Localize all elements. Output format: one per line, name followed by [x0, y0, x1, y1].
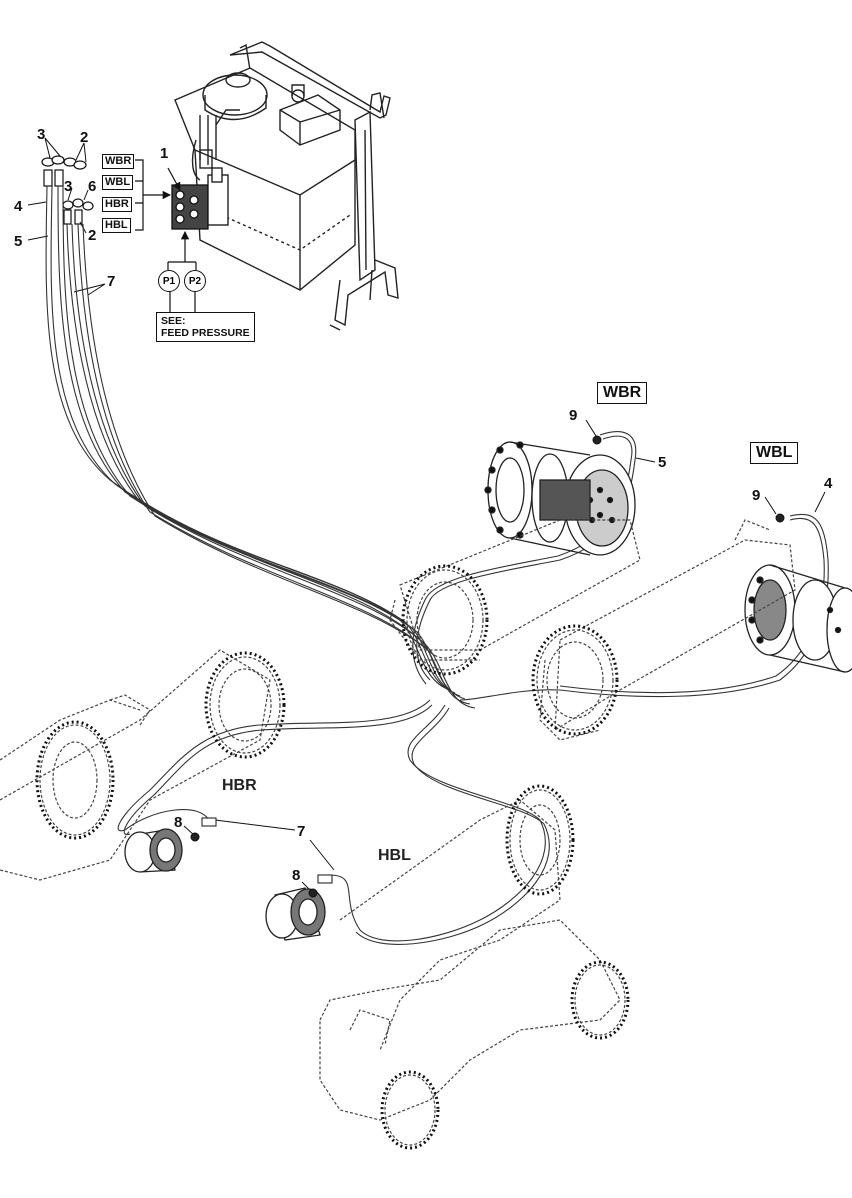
pressure-port-p2: P2: [184, 270, 206, 292]
hydraulic-tank-assembly: [174, 41, 399, 331]
valve-port-hbl: HBL: [102, 218, 131, 233]
callout-6: 6: [88, 178, 97, 195]
wbr-label: WBR: [597, 382, 648, 404]
callout-9a: 9: [569, 407, 578, 424]
callout-5b: 5: [658, 454, 667, 471]
see-feed-pressure-note: SEE: FEED PRESSURE: [156, 312, 255, 343]
callout-4b: 4: [824, 475, 833, 492]
hbl-brake-drum: [265, 887, 326, 941]
callout-4a: 4: [14, 198, 23, 215]
see-note-line1: SEE:: [161, 315, 186, 327]
callout-2b: 2: [88, 227, 97, 244]
sprocket-rings: [35, 564, 630, 1150]
callout-7b: 7: [297, 823, 306, 840]
callout-3b: 3: [64, 178, 73, 195]
hbr-brake-drum: [124, 828, 183, 873]
brake-fittings: [190, 435, 785, 898]
callout-8a: 8: [174, 814, 183, 831]
wbl-label: WBL: [750, 442, 799, 464]
valve-port-hbr: HBR: [102, 197, 132, 212]
hose-fittings: [41, 155, 94, 225]
callout-leaders: [27, 137, 826, 893]
brake-lines: [117, 431, 829, 945]
axle-arms: [0, 519, 796, 1146]
callout-7a: 7: [107, 273, 116, 290]
callout-5a: 5: [14, 233, 23, 250]
callout-2a: 2: [80, 129, 89, 146]
see-note-line2: FEED PRESSURE: [161, 327, 250, 340]
hbl-label: HBL: [378, 847, 411, 864]
callout-8b: 8: [292, 867, 301, 884]
valve-port-wbr: WBR: [102, 154, 135, 169]
wbl-wheel-hub: [744, 564, 852, 673]
callout-1: 1: [160, 145, 169, 162]
wbr-wheel-hub: [484, 441, 636, 556]
pressure-port-p1: P1: [158, 270, 180, 292]
hbr-label: HBR: [222, 777, 257, 794]
valve-port-wbl: WBL: [102, 175, 134, 190]
brake-valve: [171, 167, 229, 230]
valve-port-leaders: [135, 159, 197, 312]
callout-3a: 3: [37, 126, 46, 143]
callout-9b: 9: [752, 487, 761, 504]
